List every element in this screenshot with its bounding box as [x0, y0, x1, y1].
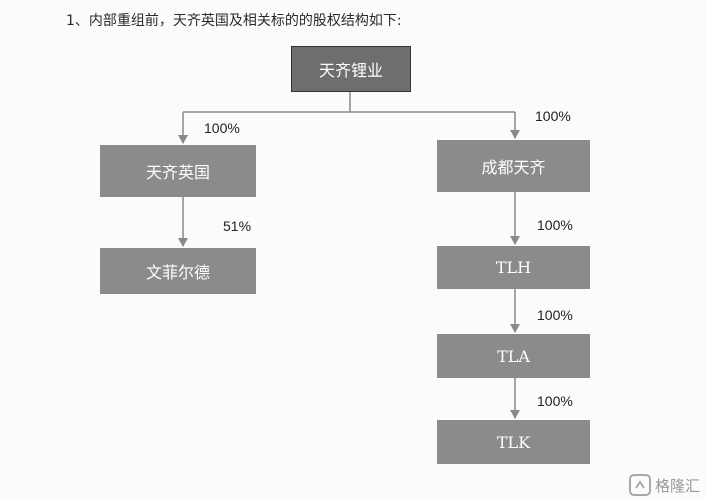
ownership-root-cd: 100%: [535, 108, 571, 124]
node-label: TLK: [496, 432, 531, 452]
ownership-tla-tlk: 100%: [537, 393, 573, 409]
node-label: 成都天齐: [481, 158, 546, 177]
node-tianqi-uk: 天齐英国: [100, 145, 256, 197]
diagram-heading: 1、内部重组前，天齐英国及相关标的的股权结构如下:: [66, 13, 402, 29]
node-tlk: TLK: [437, 420, 590, 464]
node-label: 天齐锂业: [318, 61, 383, 80]
watermark: 格隆汇: [628, 474, 700, 496]
node-label: TLA: [497, 346, 530, 366]
node-chengdu-tianqi: 成都天齐: [437, 140, 590, 192]
watermark-text: 格隆汇: [654, 476, 700, 495]
node-tianqi-lithium: 天齐锂业: [291, 46, 411, 92]
node-label: TLH: [495, 258, 532, 277]
node-label: 天齐英国: [145, 163, 210, 182]
node-tlh: TLH: [437, 246, 590, 289]
node-label: 文菲尔德: [145, 263, 210, 282]
ownership-cd-tlh: 100%: [537, 217, 573, 233]
gelonghui-logo-icon: [628, 474, 651, 496]
node-windfield: 文菲尔德: [100, 248, 256, 294]
node-tla: TLA: [437, 334, 590, 378]
ownership-uk-wf: 51%: [223, 218, 252, 234]
ownership-root-uk: 100%: [204, 120, 240, 136]
ownership-tlh-tla: 100%: [537, 307, 573, 323]
